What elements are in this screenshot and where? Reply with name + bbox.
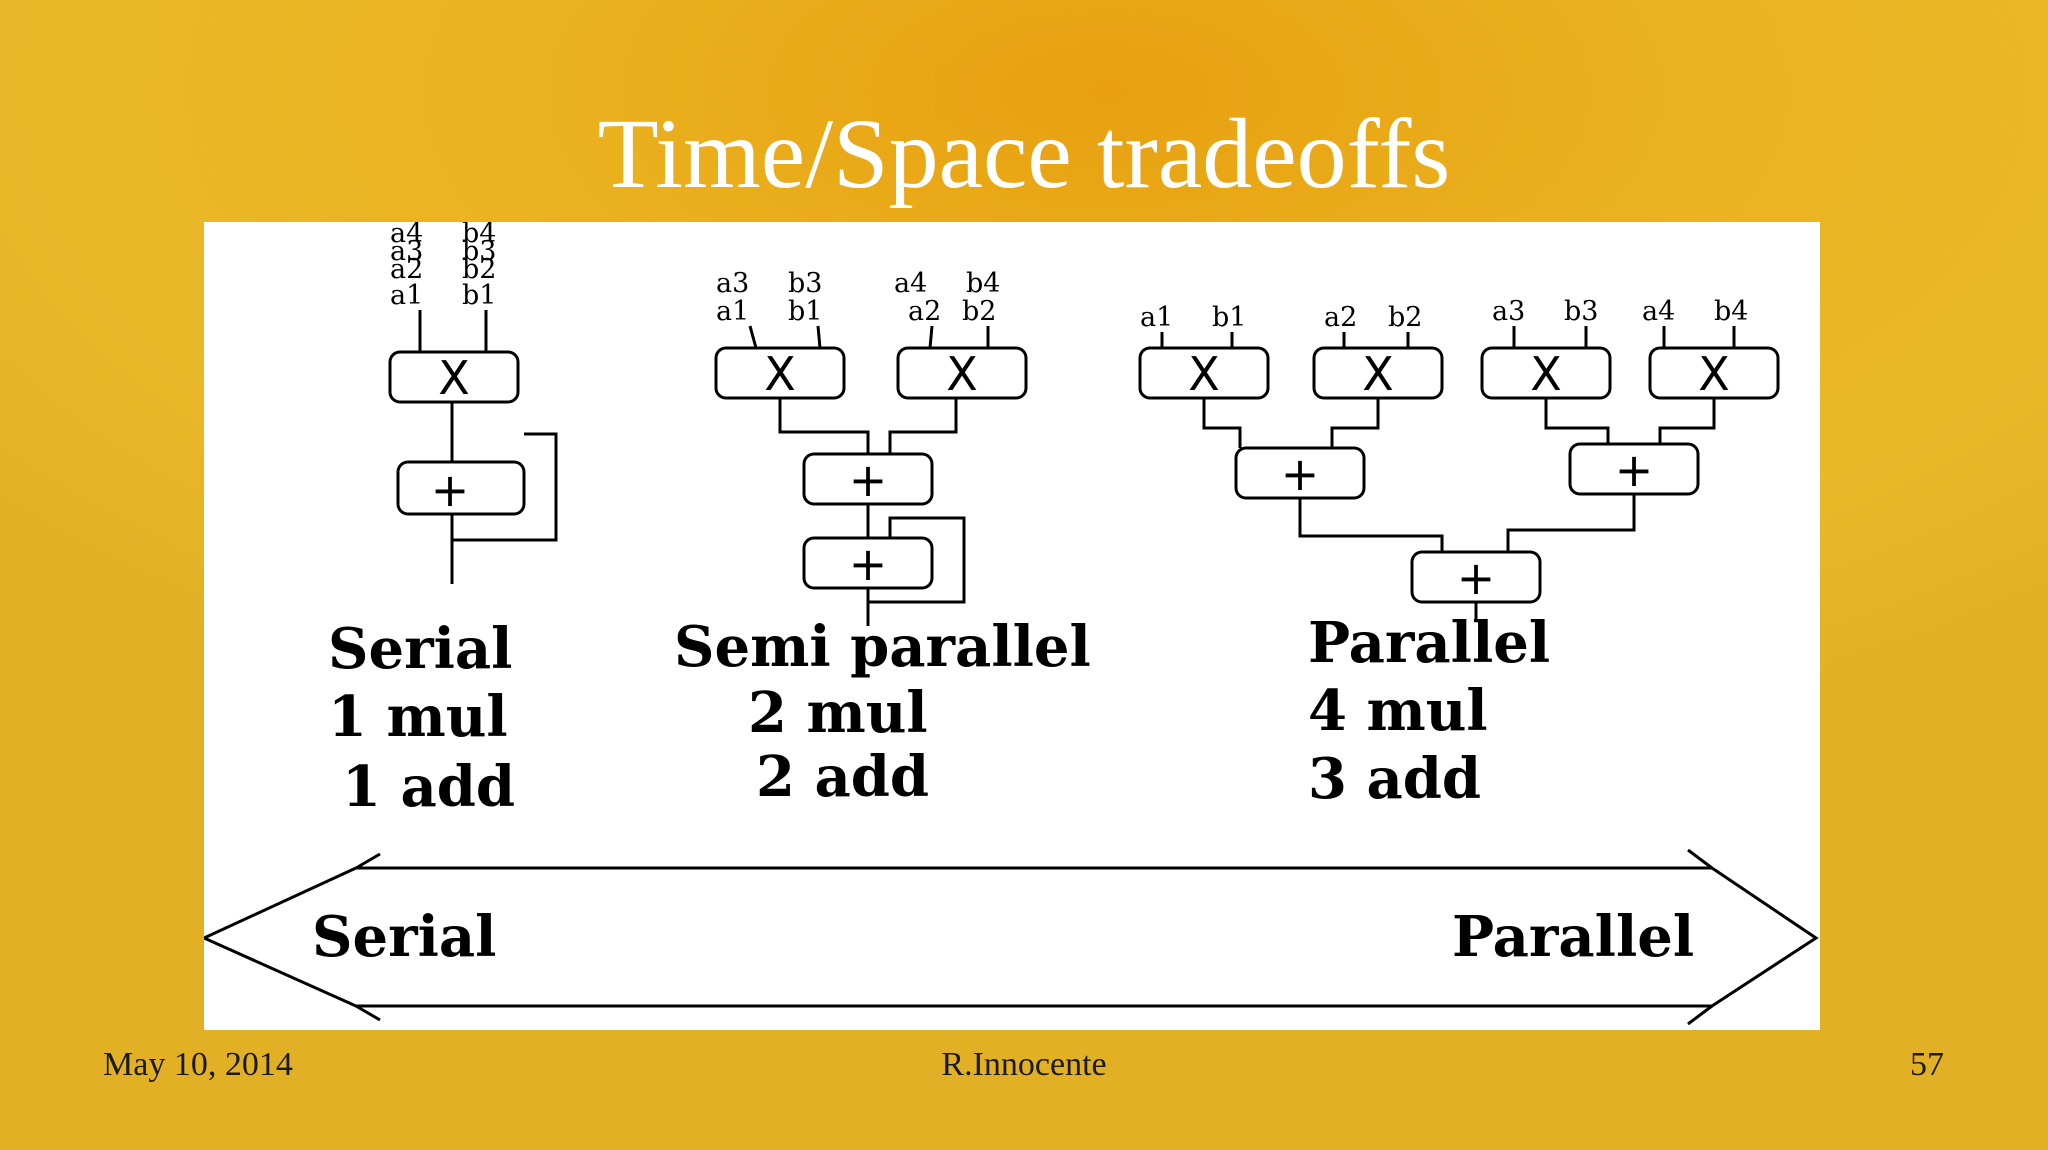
serial-section: a4 a3 a2 a1 b4 b3 b2 b1 X + Serial 1 mul… [328,222,558,820]
semi-input-a2: a2 [908,296,941,327]
semi-input-a4: a4 [894,268,927,299]
serial-input-a4: a4 [390,222,423,249]
semi-wire-1 [748,325,758,349]
par-input-b1: b1 [1212,302,1246,333]
footer-author: R.Innocente [941,1046,1107,1083]
semi-add-count: 2 add [756,744,929,810]
serial-input-b1: b1 [462,280,496,311]
serial-input-b4: b4 [462,222,496,249]
semi-parallel-section: a3 b3 a1 b1 a4 b4 a2 b2 X X + + [674,268,1091,810]
semi-wire-mulR-add [888,398,958,454]
par-wire-m3-a2 [1544,398,1610,444]
semi-add-symbol-2: + [849,537,888,591]
serial-input-a1: a1 [390,280,423,311]
serial-feedback-wire [452,432,558,542]
parallel-title: Parallel [1308,610,1550,676]
semi-input-a3: a3 [716,268,749,299]
parallel-add-count: 3 add [1308,746,1481,812]
semi-input-b2: b2 [962,296,996,327]
semi-input-b1: b1 [788,296,822,327]
par-wire-m1-a1 [1202,398,1242,448]
semi-wire-2 [816,325,822,349]
semi-wire-3 [928,325,934,349]
par-wire-a1-a3 [1298,498,1444,552]
semi-input-b3: b3 [788,268,822,299]
parallel-mul-count: 4 mul [1308,678,1488,744]
footer-date: May 10, 2014 [103,1046,293,1083]
serial-input-a3: a3 [390,236,423,267]
serial-add-symbol: + [431,463,470,517]
par-add-symbol-3: + [1457,551,1496,605]
arrow-right-bottom-tick [1687,1004,1713,1026]
semi-input-a1: a1 [716,296,749,327]
semi-wire-mulL-add [778,398,870,454]
diagram-canvas: a4 a3 a2 a1 b4 b3 b2 b1 X + Serial 1 mul… [204,222,1819,1026]
semi-feedback-wire [868,516,966,604]
par-input-b3: b3 [1564,296,1598,327]
par-wire-m2-a1 [1330,398,1380,448]
arrow-left-label: Serial [312,904,496,970]
semi-mul-symbol-left: X [764,347,796,401]
serial-mul-count: 1 mul [328,684,508,750]
serial-title: Serial [328,616,512,682]
par-input-b4: b4 [1714,296,1748,327]
par-add-symbol-2: + [1615,443,1654,497]
par-add-symbol-1: + [1281,447,1320,501]
serial-input-b3: b3 [462,236,496,267]
arrow-right-top-tick [1687,848,1713,870]
parallel-section: a1 b1 a2 b2 a3 b3 a4 b4 X X X X [1138,296,1780,812]
par-input-a2: a2 [1324,302,1357,333]
arrow-right-label: Parallel [1452,904,1694,970]
serial-input-b2: b2 [462,254,496,285]
par-input-b2: b2 [1388,302,1422,333]
par-input-a1: a1 [1140,302,1173,333]
tradeoff-diagram: a4 a3 a2 a1 b4 b3 b2 b1 X + Serial 1 mul… [204,222,1820,1030]
par-wire-a2-a3 [1506,494,1636,552]
par-input-a4: a4 [1642,296,1675,327]
tradeoff-arrow: Serial Parallel [204,848,1819,1026]
semi-title: Semi parallel [674,614,1091,680]
semi-mul-box-right [896,346,1028,400]
par-input-a3: a3 [1492,296,1525,327]
arrow-left-top-tick [355,852,381,870]
par-mul-symbol-3: X [1530,347,1562,401]
arrow-left-bottom-tick [355,1004,381,1022]
semi-input-b4: b4 [966,268,1000,299]
serial-input-a2: a2 [390,254,423,285]
semi-mul-count: 2 mul [748,680,928,746]
par-mul-symbol-4: X [1698,347,1730,401]
serial-mul-box [388,350,520,404]
par-mul-symbol-1: X [1188,347,1220,401]
serial-add-count: 1 add [342,754,515,820]
serial-add-box [396,460,526,516]
footer-page-number: 57 [1910,1046,1944,1083]
semi-mul-symbol-right: X [946,347,978,401]
serial-mul-symbol: X [438,351,470,405]
par-wire-m4-a2 [1658,398,1716,444]
par-mul-symbol-2: X [1362,347,1394,401]
semi-add-symbol-1: + [849,453,888,507]
slide-title: Time/Space tradeoffs [597,98,1451,209]
